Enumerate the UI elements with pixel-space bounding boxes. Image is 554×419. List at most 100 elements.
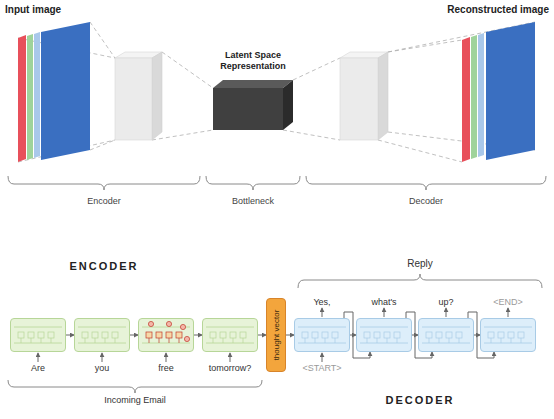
gate-symbol (508, 332, 514, 338)
gate-wire (243, 338, 244, 343)
gate-wire (335, 338, 336, 343)
gate-symbol (230, 332, 236, 338)
block-top (213, 80, 293, 88)
incoming-email-brace (8, 380, 262, 393)
reply-brace (298, 274, 542, 288)
gate-wire (169, 338, 170, 343)
pointwise-op (148, 321, 153, 326)
gate-symbol (166, 332, 172, 338)
cell-state-line (14, 327, 62, 328)
lstm-cell: free (138, 318, 194, 352)
blue-channel (486, 22, 535, 160)
pointwise-op (184, 336, 189, 341)
input-word: tomorrow? (209, 363, 252, 373)
cell-state-line (360, 327, 408, 328)
gate-symbol (38, 332, 44, 338)
gate-symbol (210, 332, 216, 338)
gate-wire (213, 338, 214, 343)
output-word: <END> (493, 297, 523, 307)
gate-symbol (322, 332, 328, 338)
gate-wire (233, 338, 234, 343)
gate-symbol (146, 332, 152, 338)
gate-wire (21, 338, 22, 343)
caption-label: Latent Space Representation (211, 50, 295, 72)
gate-wire (159, 338, 160, 343)
encoder-brace (8, 176, 200, 190)
cell-internals (203, 319, 257, 351)
cell-state-line (422, 327, 470, 328)
gate-wire (325, 338, 326, 343)
gate-symbol (48, 332, 54, 338)
block-side (283, 80, 293, 130)
cell-internals (295, 319, 349, 351)
gate-symbol (302, 332, 308, 338)
gate-symbol (518, 332, 524, 338)
output-word: up? (438, 297, 453, 307)
gate-wire (429, 338, 430, 343)
projection-line (90, 22, 115, 58)
red-channel (18, 35, 26, 162)
cell-internals (481, 319, 535, 351)
gate-wire (315, 338, 316, 343)
thought-vector-box: thought vector (266, 298, 286, 372)
gate-symbol (240, 332, 246, 338)
input-arrow (102, 353, 103, 362)
lstm-cell: up? (418, 318, 474, 352)
block-side (378, 52, 388, 140)
caption-label: Incoming Email (104, 395, 166, 406)
projection-line (293, 58, 340, 80)
caption-label: Input image (5, 4, 61, 16)
projection-lines (18, 22, 535, 162)
decoder-brace (306, 176, 546, 190)
red-channel (462, 37, 470, 162)
decoder-block (340, 52, 388, 140)
gate-wire (439, 338, 440, 343)
lstm-cell: what's (356, 318, 412, 352)
gate-wire (521, 338, 522, 343)
lstm-cell: Yes,<START> (294, 318, 350, 352)
gate-symbol (436, 332, 442, 338)
gate-wire (459, 338, 460, 343)
gate-symbol (102, 332, 108, 338)
caption-label: DECODER (385, 394, 454, 407)
gate-wire (149, 338, 150, 343)
caption-label: Reconstructed image (447, 4, 549, 16)
encoder-block (115, 52, 162, 140)
block-front (213, 88, 283, 130)
block-front (115, 58, 152, 140)
gate-wire (41, 338, 42, 343)
state-arrow (130, 335, 138, 336)
block-front (340, 58, 378, 140)
lstm-cell: <END> (480, 318, 536, 352)
gate-symbol (112, 332, 118, 338)
gate-wire (223, 338, 224, 343)
output-word: Yes, (313, 297, 330, 307)
input-arrow (38, 353, 39, 362)
gate-symbol (220, 332, 226, 338)
gate-wire (31, 338, 32, 343)
gate-wire (51, 338, 52, 343)
projection-line (388, 40, 462, 52)
output-arrow (508, 308, 509, 317)
green-channel (471, 35, 477, 159)
gate-wire (85, 338, 86, 343)
gate-symbol (156, 332, 162, 338)
blue-light-channel (478, 33, 484, 157)
bottleneck-brace (206, 176, 300, 190)
cell-state-line (484, 327, 532, 328)
cell-internals (419, 319, 473, 351)
gate-symbol (374, 332, 380, 338)
cell-state-line (298, 327, 346, 328)
gate-symbol (426, 332, 432, 338)
gate-symbol (28, 332, 34, 338)
gate-wire (95, 338, 96, 343)
gate-wire (491, 338, 492, 343)
gate-symbol (92, 332, 98, 338)
caption-label: ENCODER (69, 260, 138, 273)
input-arrow (230, 353, 231, 362)
input-arrow (166, 353, 167, 362)
braces (8, 176, 546, 393)
input-arrow (322, 353, 323, 362)
gate-symbol (364, 332, 370, 338)
